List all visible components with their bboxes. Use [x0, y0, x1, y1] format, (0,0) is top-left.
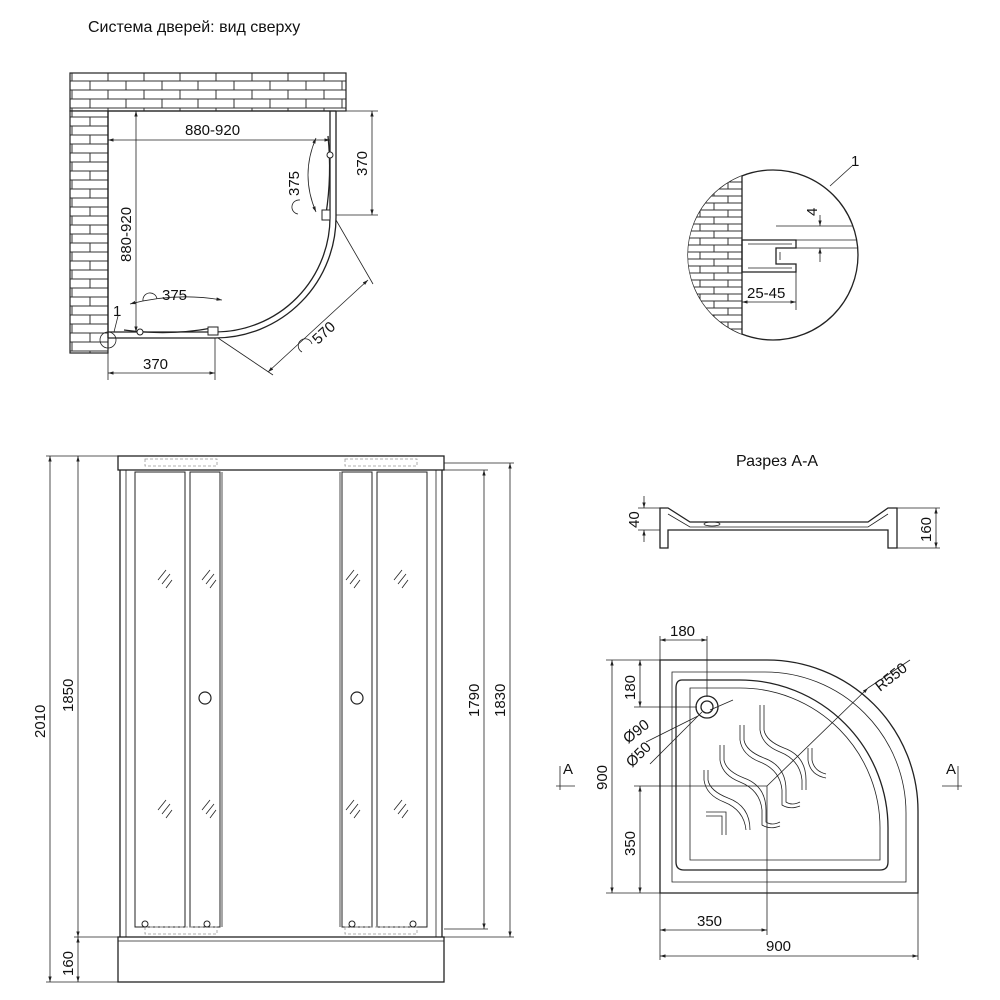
front-frame-height-label: 1850: [60, 679, 77, 712]
front-view-diagram: 2010 1850 160 1790 1830: [32, 455, 514, 983]
handle-left: [198, 691, 212, 705]
section-mark-left: А: [563, 761, 573, 778]
top-width-label: 880-920: [185, 122, 240, 139]
handle-right: [350, 691, 364, 705]
tray-plan-diagram: А А 180 180 900 350 350 900 R550: [556, 623, 962, 960]
tray-top-offset-label: 180: [670, 623, 695, 640]
section-title: Разрез А-А: [736, 453, 818, 470]
detail-gap-label: 4: [804, 208, 821, 216]
tray-base: [117, 936, 445, 983]
top-side-bottom-label: 370: [143, 356, 168, 373]
tray-outer-outline: [659, 659, 919, 894]
curved-door-outer: [214, 214, 337, 339]
tray-left-offset-label: 180: [622, 675, 639, 700]
top-callout-number: 1: [113, 303, 121, 320]
detail-1-diagram: 4 25-45 1: [687, 153, 859, 341]
top-depth-label: 880-920: [118, 207, 135, 262]
tray-side-y-label: 350: [622, 831, 639, 856]
drain-inner: [700, 700, 714, 714]
tray-drain-outer-label: Ø90: [620, 716, 653, 747]
tray-depth-label: 900: [594, 765, 611, 790]
detail-callout-number: 1: [851, 153, 859, 170]
curved-door-inner: [214, 214, 331, 333]
section-aa-diagram: 40 160: [626, 496, 940, 549]
section-rim-label: 40: [626, 511, 643, 528]
front-door-height-label: 1830: [492, 684, 509, 717]
front-total-height-label: 2010: [32, 705, 49, 738]
brick-wall-left: [69, 110, 109, 354]
section-mark-right: А: [946, 761, 956, 778]
section-height-label: 160: [918, 517, 935, 542]
tray-radius-label: R550: [872, 660, 911, 695]
top-side-right-label: 370: [354, 151, 371, 176]
top-view-title: Система дверей: вид сверху: [88, 19, 300, 36]
top-view-diagram: 1 880-920 880-920 370 370 375 375 570: [69, 72, 378, 380]
tray-side-x-label: 350: [697, 913, 722, 930]
top-swing-right-label: 375: [286, 171, 303, 196]
top-arc-label: 570: [309, 318, 339, 348]
brick-wall-top: [69, 72, 347, 112]
top-swing-bottom-label: 375: [162, 287, 187, 304]
tray-width-label: 900: [766, 938, 791, 955]
front-glass-height-label: 1790: [466, 684, 483, 717]
detail-profile-label: 25-45: [747, 285, 785, 302]
front-base-height-label: 160: [60, 951, 77, 976]
